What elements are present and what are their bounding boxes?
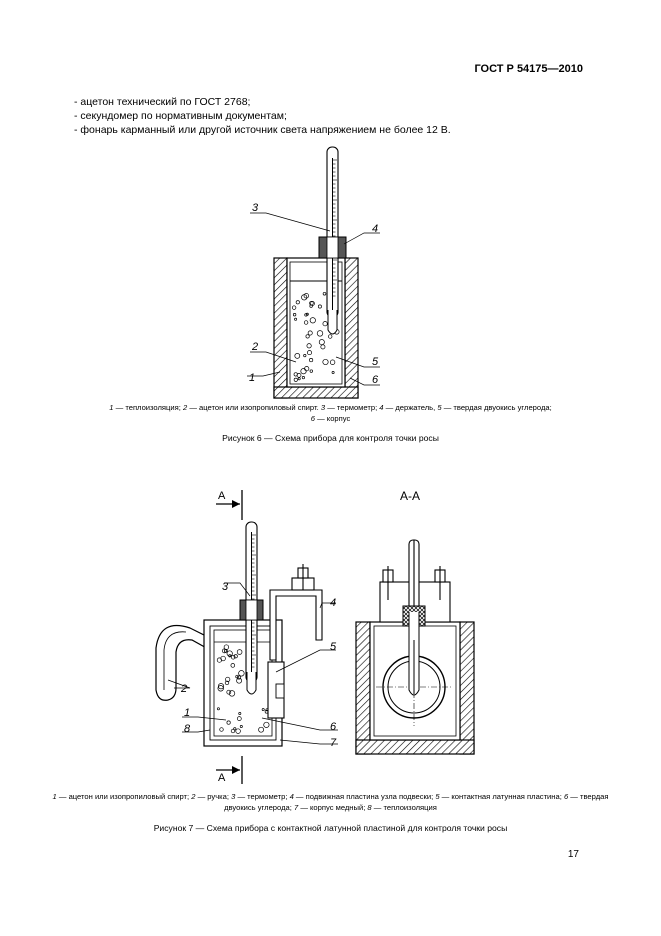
dry-ice-particle	[318, 339, 325, 346]
dry-ice-particle	[217, 683, 225, 690]
fig7-label-2: 2	[180, 683, 187, 695]
dry-ice-particle	[309, 317, 316, 324]
dry-ice-particle	[261, 708, 265, 712]
dry-ice-particle	[228, 690, 236, 697]
fig7-label-8: 8	[184, 723, 191, 735]
list-item: - секундомер по нормативным документам;	[74, 110, 287, 122]
dry-ice-particle	[301, 376, 305, 380]
section-insulation-right	[459, 621, 475, 755]
dry-ice-particle	[317, 304, 322, 309]
dry-ice-particle	[331, 371, 335, 374]
standard-number: ГОСТ Р 54175—2010	[474, 63, 583, 75]
dry-ice-particle	[236, 677, 242, 684]
dry-ice-particle	[223, 649, 228, 653]
figure-6-drawing: 3 4 2 1 5 6	[247, 146, 380, 399]
fig7-label-4: 4	[330, 597, 336, 609]
dry-ice-particle	[309, 369, 313, 373]
dry-ice-particle	[292, 313, 297, 317]
dry-ice-particles	[216, 644, 270, 734]
dry-ice-particle	[225, 676, 231, 682]
fig7-label-3: 3	[222, 581, 229, 593]
section-title: А-А	[400, 489, 420, 503]
figure-6: 3 4 2 1 5 6	[0, 0, 661, 460]
dry-ice-particle	[230, 654, 236, 660]
list-item: - ацетон технический по ГОСТ 2768;	[74, 96, 251, 108]
dry-ice-particle	[224, 680, 230, 686]
dry-ice-particle	[238, 712, 242, 715]
dry-ice-particle	[322, 358, 329, 366]
list-item: - фонарь карманный или другой источник с…	[74, 124, 451, 136]
dry-ice-particle	[303, 320, 309, 325]
dry-ice-particle	[307, 350, 312, 356]
fig7-label-5: 5	[330, 641, 337, 653]
suspension-plate	[269, 589, 323, 661]
figure-7-caption: Рисунок 7 — Схема прибора с контактной л…	[153, 823, 508, 833]
fig6-label-2: 2	[251, 341, 258, 353]
figure-6-caption: Рисунок 6 — Схема прибора для контроля т…	[222, 433, 439, 443]
dry-ice-particle	[322, 321, 328, 327]
dry-ice-particle	[219, 727, 224, 732]
dry-ice-particle	[258, 726, 264, 733]
dry-ice-particle	[230, 663, 236, 668]
dry-ice-particle	[328, 334, 333, 339]
section-insulation-left	[355, 621, 371, 755]
dry-ice-particle	[226, 650, 233, 657]
dry-ice-particle	[235, 728, 241, 734]
fig6-label-3: 3	[252, 202, 259, 214]
dry-ice-particle	[304, 366, 310, 372]
dry-ice-particle	[316, 330, 324, 337]
fig6-label-4: 4	[372, 223, 378, 235]
dry-ice-particle	[236, 675, 242, 680]
dry-ice-particle	[228, 654, 232, 658]
dry-ice-particle	[236, 716, 242, 721]
dry-ice-particle	[309, 358, 314, 363]
figure-6-legend: 1 — теплоизоляция; 2 — ацетон или изопро…	[109, 403, 552, 423]
dry-ice-particle	[304, 313, 308, 317]
figure-7-legend: 1 — ацетон или изопропиловый спирт; 2 — …	[52, 792, 609, 812]
dry-ice-particle	[239, 725, 243, 728]
figure-7: А А	[155, 489, 475, 784]
section-insulation-bottom	[355, 739, 475, 755]
fig6-label-5: 5	[372, 356, 379, 368]
dry-ice-particle	[226, 689, 232, 695]
page-number: 17	[567, 849, 579, 860]
dry-ice-particle	[309, 304, 313, 308]
fig7-label-6: 6	[330, 721, 337, 733]
dry-ice-particle	[263, 721, 270, 728]
dry-ice-particle	[236, 649, 243, 655]
dry-ice-particle	[306, 343, 312, 349]
dry-ice-particle	[296, 373, 302, 378]
dry-ice-particle	[320, 344, 326, 350]
dry-ice-particle	[238, 670, 245, 677]
dry-ice-particle	[233, 727, 237, 731]
dry-ice-particle	[305, 334, 310, 339]
dry-ice-particle	[216, 707, 220, 711]
fig6-label-1: 1	[249, 372, 255, 384]
fig7-label-7: 7	[330, 737, 337, 749]
dry-ice-particle	[217, 685, 224, 692]
dry-ice-particle	[303, 354, 307, 358]
dry-ice-particle	[293, 377, 298, 382]
dry-ice-particle	[226, 720, 231, 725]
dry-ice-particle	[230, 728, 236, 734]
fig7-label-1: 1	[184, 707, 190, 719]
figure-7-drawing: А А	[155, 489, 475, 784]
handle	[155, 624, 211, 701]
dry-ice-particle	[307, 330, 313, 336]
dry-ice-particle	[322, 291, 327, 296]
dry-ice-particle	[294, 317, 298, 321]
dry-ice-particle	[294, 353, 301, 359]
fig6-label-6: 6	[372, 374, 379, 386]
dry-ice-particle	[233, 654, 238, 659]
section-mark-bottom: А	[218, 772, 226, 784]
dry-ice-particle	[220, 655, 226, 662]
materials-list: - ацетон технический по ГОСТ 2768; - сек…	[74, 95, 451, 137]
dry-ice-particle	[291, 305, 297, 310]
dry-ice-particle	[303, 293, 309, 299]
dry-ice-particle	[295, 300, 300, 305]
section-mark-top: А	[218, 490, 226, 502]
dry-ice-particle	[221, 648, 227, 654]
dry-ice-particle	[329, 359, 336, 365]
